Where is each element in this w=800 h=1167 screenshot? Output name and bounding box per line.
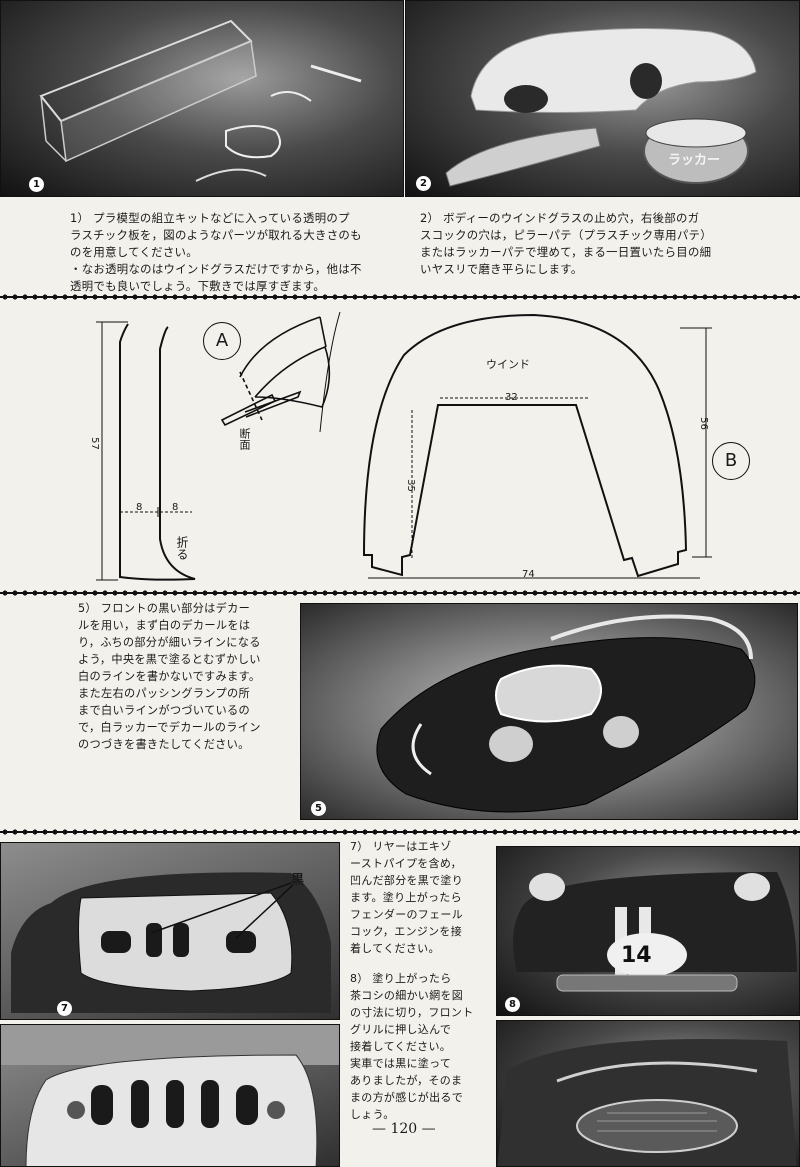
window-label: ウインド bbox=[486, 358, 530, 371]
dimension-lines-b bbox=[368, 327, 712, 579]
step-5-line: まで白いラインがつづいているの bbox=[78, 704, 250, 717]
dimension-57: 57 bbox=[88, 437, 100, 450]
step-1-line: のを用意してください。 bbox=[70, 245, 198, 259]
dimension-lines-left bbox=[96, 321, 192, 581]
section-divider bbox=[0, 827, 800, 837]
photo-2-body-and-putty: ラッカー 2 bbox=[405, 0, 800, 197]
step-5-line: よう，中央を黒で塗るとむずかしい bbox=[78, 653, 261, 666]
step-7-line: 凹んだ部分を黒で塗り bbox=[350, 874, 463, 887]
fold-label: 折る bbox=[175, 536, 189, 560]
step-2-line: 2） ボディーのウインドグラスの止め穴，右後部のガ bbox=[420, 211, 700, 225]
page-number: — 120 — bbox=[372, 1121, 436, 1137]
step-1-line: ・なお透明なのはウインドグラスだけですから，他は不 bbox=[70, 262, 362, 276]
dimension-32: 32 bbox=[505, 392, 518, 403]
photo-1-plastic-sheet: 1 bbox=[0, 0, 404, 197]
dimension-56: 56 bbox=[697, 417, 709, 430]
photo-2-illustration bbox=[445, 27, 757, 187]
step-7-line: ーストパイプを含め， bbox=[350, 857, 462, 870]
side-window-part bbox=[119, 323, 196, 581]
photo-8-illustration bbox=[513, 872, 797, 992]
step-1-text: 1） プラ模型の組立キットなどに入っている透明のプ ラスチック板を，図のようなパ… bbox=[70, 210, 400, 295]
step-8-line: 実車では黒に塗って bbox=[350, 1057, 452, 1070]
photo-2-can-label: ラッカー bbox=[668, 153, 721, 168]
step-7-text: 7） リヤーはエキゾ ーストパイプを含め， 凹んだ部分を黒で塗り ます。塗り上が… bbox=[350, 838, 490, 957]
dimension-8-a: 8 bbox=[136, 502, 143, 513]
photo-7-number: 7 bbox=[57, 1001, 72, 1016]
photo-8-number: 8 bbox=[505, 997, 520, 1012]
step-8-line: 茶コシの細かい網を図 bbox=[350, 989, 463, 1002]
step-1-line: 1） プラ模型の組立キットなどに入っている透明のプ bbox=[70, 211, 350, 225]
windshield-part bbox=[362, 313, 688, 578]
step-5-line: 白のラインを書かないですみます。 bbox=[78, 670, 261, 683]
step-7-line: コック，エンジンを接 bbox=[350, 925, 463, 938]
step-2-text: 2） ボディーのウインドグラスの止め穴，右後部のガ スコックの穴は，ピラーパテ（… bbox=[420, 210, 770, 278]
step-2-line: またはラッカーパテで埋めて，まる一日置いたら目の細 bbox=[420, 245, 712, 259]
label-a: A bbox=[203, 322, 241, 360]
step-7-line: 着してください。 bbox=[350, 942, 440, 955]
step-7-line: ます。塗り上がったら bbox=[350, 891, 462, 904]
dimension-74: 74 bbox=[522, 569, 535, 580]
photo-5-front-decal: 5 bbox=[300, 603, 798, 820]
photo-7-rear-view: 黒 7 bbox=[0, 842, 340, 1020]
step-5-line: また左右のパッシングランプの所 bbox=[78, 687, 250, 700]
step-5-text: 5） フロントの黒い部分はデカー ルを用い，まず白のデカールをは り，ふちの部分… bbox=[78, 600, 298, 753]
step-8-line: 8） 塗り上がったら bbox=[350, 972, 452, 985]
dimension-35: 35 bbox=[404, 479, 416, 492]
section-divider bbox=[0, 292, 800, 302]
step-1-line: ラスチック板を，図のようなパーツが取れる大きさのも bbox=[70, 228, 362, 242]
photo-front-grille-illustration bbox=[497, 1039, 797, 1166]
section-label: 断面 bbox=[238, 428, 251, 450]
photo-rear-track bbox=[0, 1024, 340, 1167]
photo-1-number: 1 bbox=[29, 177, 44, 192]
step-2-line: いヤスリで磨き平らにします。 bbox=[420, 262, 583, 276]
photo-rear-track-illustration bbox=[1, 1025, 339, 1166]
detail-a-drawing bbox=[220, 311, 341, 433]
step-7-line: フェンダーのフェール bbox=[350, 908, 463, 921]
photo-front-grille bbox=[496, 1020, 800, 1167]
step-8-line: グリルに押し込んで bbox=[350, 1023, 452, 1036]
pattern-diagram bbox=[96, 311, 712, 581]
step-8-line: の寸法に切り，フロント bbox=[350, 1006, 474, 1019]
step-8-line: 接着してください。 bbox=[350, 1040, 452, 1053]
photo-7-callout-black: 黒 bbox=[291, 873, 305, 888]
step-1-line: 透明でも良いでしょう。下敷きでは厚すぎます。 bbox=[70, 279, 326, 293]
step-5-line: 5） フロントの黒い部分はデカー bbox=[78, 602, 251, 615]
step-5-line: で，白ラッカーでデカールのライン bbox=[78, 721, 261, 734]
photo-2-number: 2 bbox=[416, 176, 431, 191]
photo-5-illustration bbox=[376, 614, 756, 813]
step-8-line: ありましたが，そのま bbox=[350, 1074, 463, 1087]
photo-5-number: 5 bbox=[311, 801, 326, 816]
photo-8-car-number: 14 bbox=[621, 943, 652, 968]
dimension-8-b: 8 bbox=[172, 502, 179, 513]
step-5-line: のつづきを書きたしてください。 bbox=[78, 738, 250, 751]
step-8-text: 8） 塗り上がったら 茶コシの細かい網を図 の寸法に切り，フロント グリルに押し… bbox=[350, 970, 490, 1123]
photo-8-front-view: 14 8 bbox=[496, 846, 800, 1016]
step-7-line: 7） リヤーはエキゾ bbox=[350, 840, 452, 853]
label-b: B bbox=[712, 442, 750, 480]
photo-1-illustration bbox=[39, 19, 362, 182]
step-8-line: まの方が感じが出るで bbox=[350, 1091, 463, 1104]
step-2-line: スコックの穴は，ピラーパテ（プラスチック専用パテ） bbox=[420, 228, 712, 242]
section-divider bbox=[0, 588, 800, 598]
step-5-line: ルを用い，まず白のデカールをは bbox=[78, 619, 251, 632]
step-5-line: り，ふちの部分が細いラインになる bbox=[78, 636, 261, 649]
photo-7-illustration bbox=[11, 872, 331, 1013]
step-8-line: しょう。 bbox=[350, 1108, 395, 1121]
